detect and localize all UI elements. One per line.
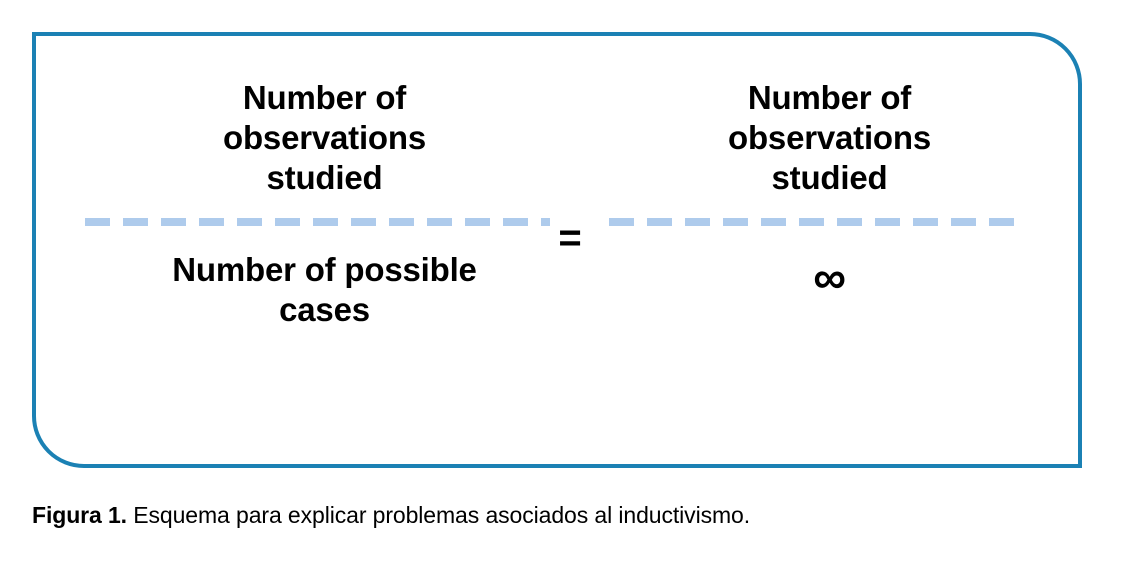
- denominator-line-2: cases: [279, 291, 370, 328]
- denominator-line-1: Number of possible: [172, 251, 477, 288]
- numerator-line-3: studied: [771, 159, 888, 196]
- numerator-line-1: Number of: [242, 79, 407, 116]
- left-fraction-bar: [85, 218, 550, 226]
- right-fraction-numerator: Number of observations studied: [597, 78, 1062, 198]
- equation-area: Number of observations studied Number of…: [32, 32, 1082, 468]
- left-fraction: Number of observations studied Number of…: [52, 78, 597, 330]
- figure-caption: Figura 1. Esquema para explicar problema…: [32, 500, 1102, 530]
- right-fraction: Number of observations studied ∞: [597, 78, 1062, 300]
- left-fraction-denominator: Number of possible cases: [52, 250, 597, 330]
- left-fraction-numerator: Number of observations studied: [52, 78, 597, 198]
- figure-frame: [32, 32, 1082, 468]
- numerator-line-2: observations: [728, 119, 931, 156]
- equals-operator: =: [558, 216, 582, 260]
- caption-text: Esquema para explicar problemas asociado…: [126, 502, 751, 528]
- numerator-line-3: studied: [266, 159, 383, 196]
- numerator-line-1: Number of: [747, 79, 912, 116]
- caption-label: Figura 1.: [32, 502, 127, 528]
- right-fraction-bar: [609, 218, 1022, 226]
- right-fraction-denominator: ∞: [597, 250, 1062, 300]
- infinity-symbol: ∞: [813, 251, 846, 303]
- numerator-line-2: observations: [223, 119, 426, 156]
